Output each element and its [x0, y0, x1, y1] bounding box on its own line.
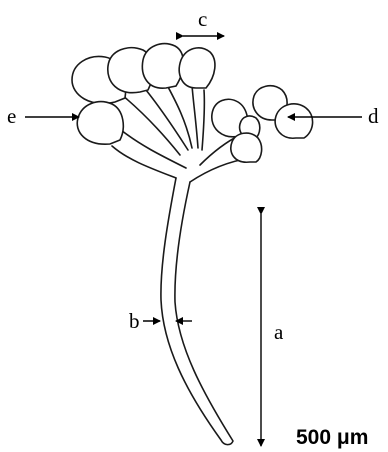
- stalk-outline: [161, 178, 233, 445]
- label-d: d: [368, 106, 379, 127]
- label-c: c: [198, 9, 207, 30]
- vesicle-left-middle: [77, 102, 123, 145]
- branch-middle: [167, 85, 192, 148]
- vesicle-lower-right: [231, 133, 262, 162]
- label-e: e: [7, 106, 16, 127]
- label-b: b: [129, 311, 140, 332]
- vesicle-top-4: [179, 48, 215, 88]
- label-a: a: [274, 322, 283, 343]
- vesicle-right-3: [275, 104, 312, 138]
- branch-lower-left: [112, 146, 176, 178]
- branch-right: [202, 90, 204, 150]
- vesicle-top-3: [142, 44, 183, 89]
- scale-bar-label: 500 μm: [296, 427, 368, 448]
